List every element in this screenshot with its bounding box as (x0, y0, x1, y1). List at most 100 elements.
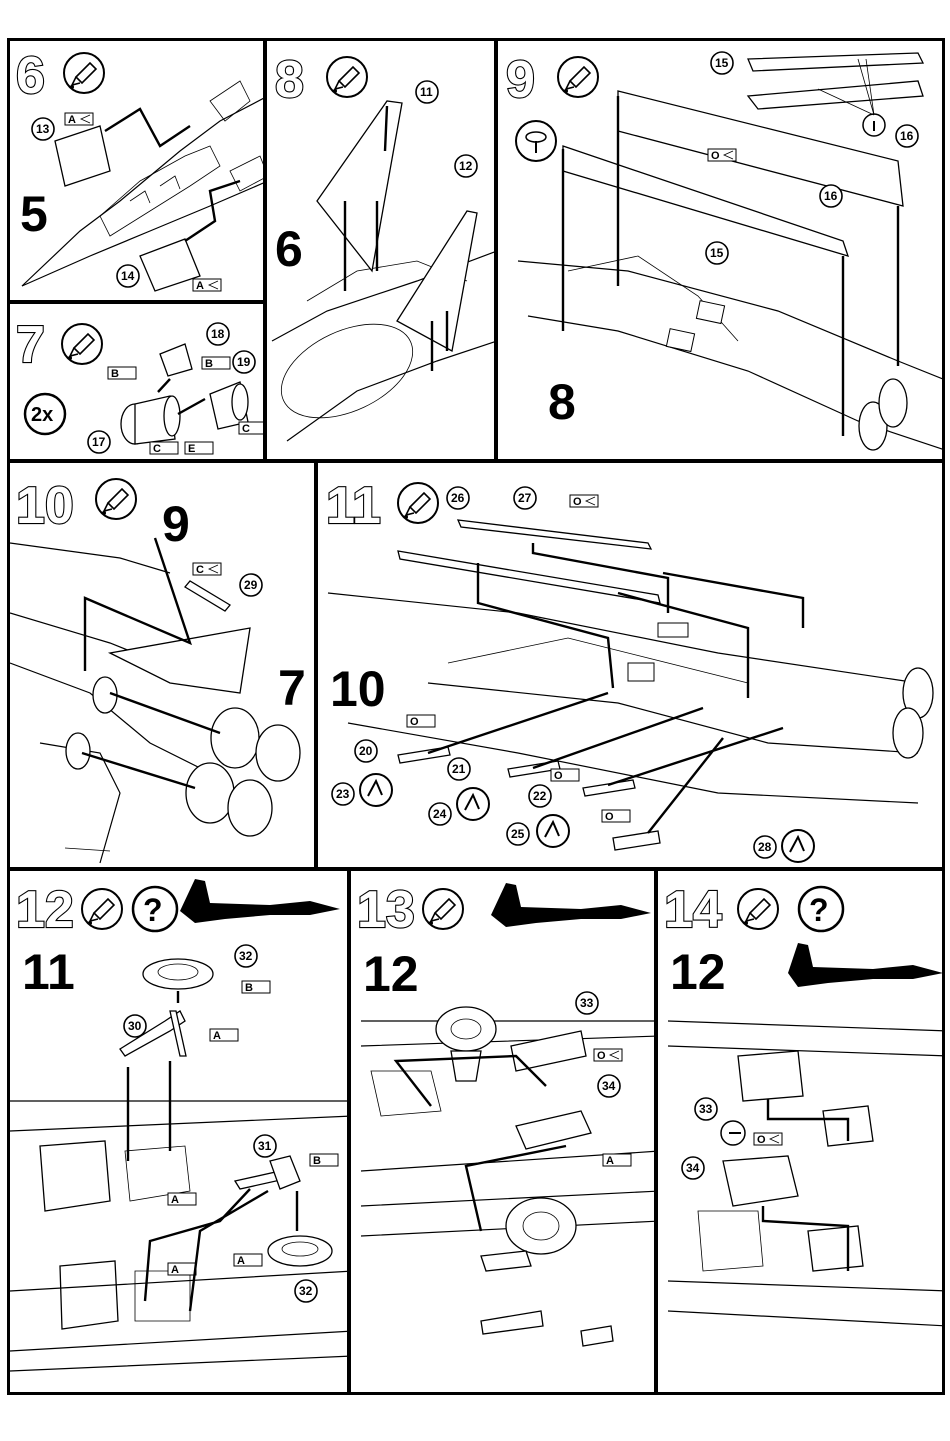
color-code: C (193, 563, 221, 576)
color-code: A (168, 1193, 196, 1206)
step-7-panel: 7 2x 17 18 19 B B C C E (7, 301, 266, 462)
previous-step-ref: 12 (670, 944, 726, 1000)
pin-drill-icon (721, 1121, 745, 1145)
color-code: O (708, 149, 736, 162)
color-code: A (193, 279, 221, 292)
part-callout: 15 (711, 52, 733, 74)
part-callout: 33 (695, 1098, 717, 1120)
glue-tube-icon (64, 53, 104, 93)
svg-text:32: 32 (299, 1284, 313, 1298)
part-callout: 34 (682, 1157, 704, 1179)
step-number: 10 (16, 477, 74, 535)
color-code: B (242, 981, 270, 994)
svg-text:20: 20 (359, 744, 373, 758)
svg-text:A: A (171, 1194, 179, 1206)
rotate-icon (537, 815, 569, 847)
step-9-panel: 9 8 15 16 O 16 15 16 (495, 38, 945, 462)
color-code: B (202, 357, 230, 370)
svg-text:29: 29 (244, 578, 258, 592)
svg-text:22: 22 (533, 789, 547, 803)
part-callout: 13 (32, 118, 54, 140)
svg-text:B: B (313, 1155, 321, 1167)
part-callout: 32 (235, 945, 257, 967)
svg-text:13: 13 (36, 122, 50, 136)
question-icon: ? (133, 887, 177, 931)
svg-text:34: 34 (602, 1079, 616, 1093)
previous-step-ref: 9 (162, 496, 190, 552)
part-callout: 29 (240, 574, 262, 596)
svg-text:O: O (410, 716, 419, 728)
svg-text:23: 23 (336, 787, 350, 801)
rotate-icon (457, 788, 489, 820)
svg-text:15: 15 (715, 56, 729, 70)
rotate-icon (360, 774, 392, 806)
part-callout: 18 (207, 323, 229, 345)
part-callout: 33 (576, 992, 598, 1014)
step-number: 13 (357, 881, 415, 939)
quantity-badge: 2x (25, 394, 65, 434)
color-code: E (185, 442, 213, 455)
svg-text:A: A (171, 1264, 179, 1276)
glue-tube-icon (558, 57, 598, 97)
svg-text:24: 24 (433, 807, 447, 821)
step-number: 7 (16, 316, 45, 374)
sub-assembly-ref: 7 (278, 660, 306, 716)
svg-text:O: O (605, 811, 614, 823)
part-callout: 16 (820, 185, 842, 207)
color-code: A (210, 1029, 238, 1042)
part-callout: 20 (355, 740, 377, 762)
step-number: 12 (16, 881, 74, 939)
svg-text:A: A (213, 1030, 221, 1042)
svg-text:11: 11 (420, 85, 433, 99)
step-13-panel: 13 12 33 O 34 A (348, 868, 657, 1395)
part-callout: 19 (233, 351, 255, 373)
previous-step-ref: 11 (22, 944, 75, 1000)
step-10-panel: 10 9 7 C 29 (7, 460, 317, 870)
color-code: B (108, 367, 136, 380)
part-callout: 21 (448, 758, 470, 780)
part-callout: 22 (529, 785, 551, 807)
part-callout: 17 (88, 431, 110, 453)
color-code: B (310, 1154, 338, 1167)
svg-text:2x: 2x (31, 404, 53, 426)
svg-text:33: 33 (699, 1102, 713, 1116)
svg-text:C: C (242, 423, 250, 435)
svg-text:?: ? (809, 892, 829, 928)
part-callout: 31 (254, 1135, 276, 1157)
part-callout: 30 (124, 1015, 146, 1037)
previous-step-ref: 10 (330, 661, 386, 717)
part-callout: 24 (429, 803, 451, 825)
part-callout: 11 (416, 81, 438, 103)
step-number: 8 (275, 51, 304, 109)
aircraft-silhouette-icon (491, 883, 651, 927)
color-code: C (150, 442, 178, 455)
step-8-panel: 8 6 11 12 (264, 38, 497, 462)
glue-tube-icon (327, 57, 367, 97)
color-code: O (551, 769, 579, 782)
svg-text:19: 19 (237, 355, 251, 369)
svg-text:O: O (757, 1134, 766, 1146)
rotate-icon (782, 830, 814, 862)
svg-text:31: 31 (258, 1139, 272, 1153)
part-callout: 23 (332, 783, 354, 805)
glue-tube-icon (62, 324, 102, 364)
svg-text:C: C (196, 564, 204, 576)
previous-step-ref: 12 (363, 946, 419, 1002)
part-callout: 28 (754, 836, 776, 858)
previous-step-ref: 5 (20, 186, 48, 242)
aircraft-silhouette-icon (180, 879, 340, 923)
svg-text:O: O (573, 496, 582, 508)
svg-text:14: 14 (121, 269, 135, 283)
svg-text:B: B (245, 982, 253, 994)
svg-text:A: A (196, 280, 204, 292)
svg-text:O: O (711, 150, 720, 162)
step-number: 6 (16, 47, 45, 105)
svg-text:?: ? (143, 892, 163, 928)
color-code: O (570, 495, 598, 508)
step-11-panel: 11 10 26 27 O O O O 20 21 22 23 24 25 28 (315, 460, 945, 870)
part-callout: 12 (455, 155, 477, 177)
color-code: O (594, 1049, 622, 1062)
part-callout: 16 (896, 125, 918, 147)
glue-tube-icon (96, 479, 136, 519)
svg-text:E: E (188, 443, 195, 455)
